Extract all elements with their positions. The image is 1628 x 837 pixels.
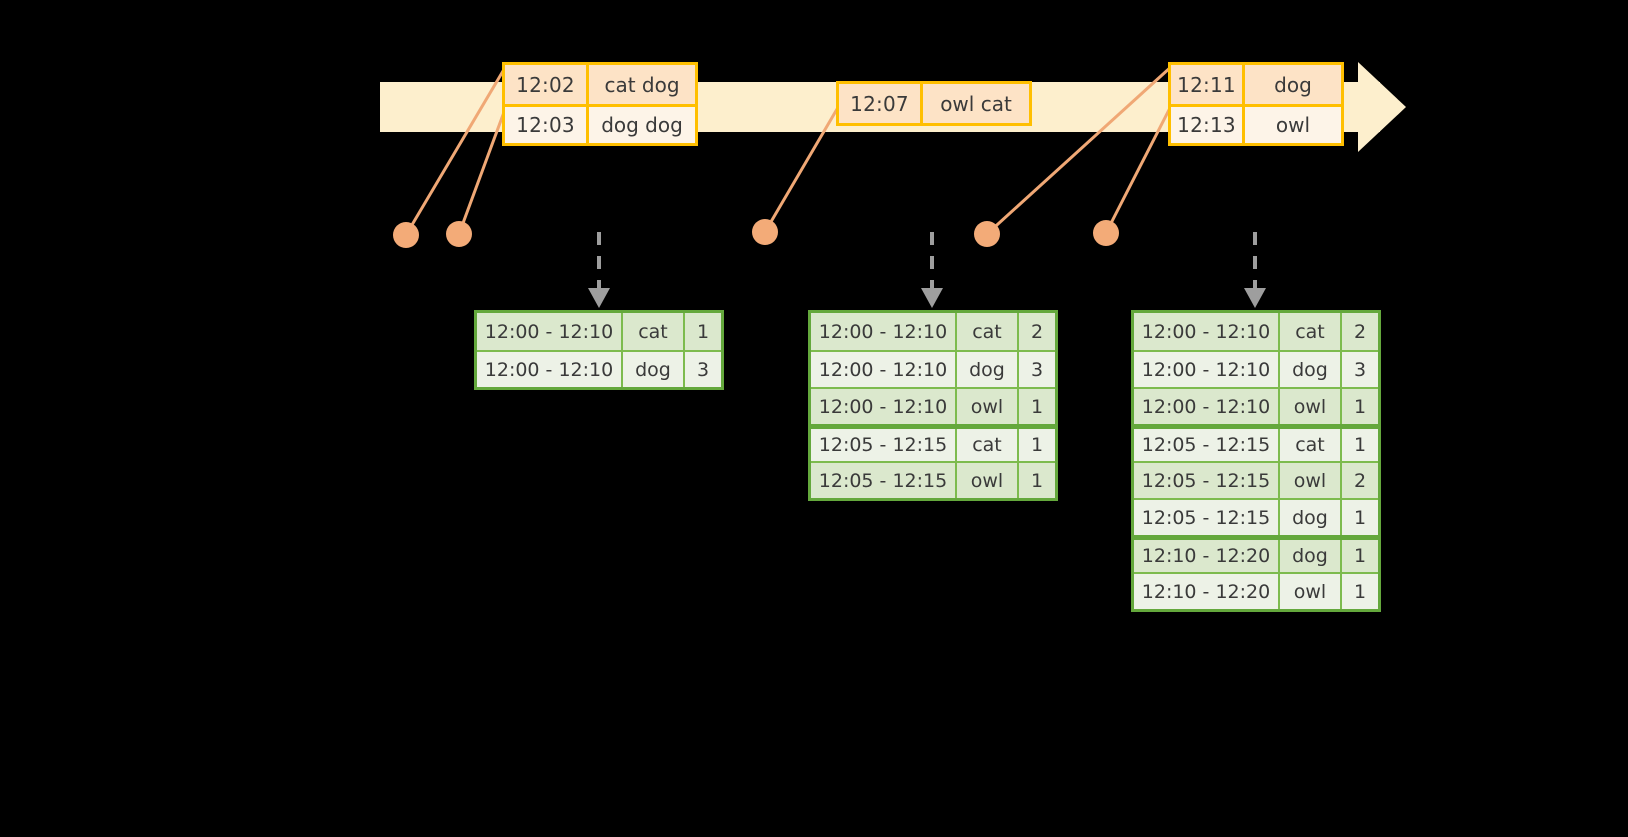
key-cell: dog: [957, 352, 1019, 387]
window-cell: 12:05 - 12:15: [1134, 500, 1280, 535]
event-dot-12-02: [393, 222, 419, 248]
event-dot-12-11: [974, 221, 1000, 247]
count-cell: 1: [1353, 580, 1367, 603]
window-cell: 12:00 - 12:10: [477, 313, 623, 350]
connector-12-02: [404, 65, 508, 236]
count-cell: 3: [1353, 358, 1367, 381]
event-timestamp: 12:13: [1171, 107, 1245, 143]
key-cell: cat: [1280, 313, 1342, 350]
window-cell: 12:00 - 12:10: [811, 389, 957, 424]
event-timestamp: 12:07: [839, 84, 923, 123]
key-cell: dog: [1280, 540, 1342, 572]
event-dot-12-07: [752, 219, 778, 245]
connector-12-03: [457, 103, 509, 235]
event-dot-12-03: [446, 221, 472, 247]
event-box-group-1: 12:02 cat dog 12:03 dog dog: [502, 62, 698, 146]
key-cell: owl: [1280, 463, 1342, 498]
window-cell: 12:05 - 12:15: [1134, 463, 1280, 498]
emit-arrow-2-head-icon: [921, 288, 943, 308]
event-row: 12:02 cat dog: [505, 65, 695, 104]
count-cell: 3: [696, 358, 710, 381]
event-box-group-2: 12:07 owl cat: [836, 81, 1032, 126]
count-cell: 2: [1030, 320, 1044, 343]
event-timestamp: 12:02: [505, 65, 589, 104]
key-cell: cat: [957, 429, 1019, 461]
event-row: 12:11 dog: [1171, 65, 1341, 104]
event-words: owl cat: [940, 91, 1012, 116]
key-cell: owl: [1280, 389, 1342, 424]
window-cell: 12:05 - 12:15: [1134, 429, 1280, 461]
event-box-group-3: 12:11 dog 12:13 owl: [1168, 62, 1344, 146]
event-row: 12:07 owl cat: [839, 84, 1029, 123]
key-cell: cat: [623, 313, 685, 350]
emit-arrow-3-head-icon: [1244, 288, 1266, 308]
connector-12-13: [1104, 103, 1174, 234]
window-cell: 12:05 - 12:15: [811, 429, 957, 461]
count-cell: 1: [1030, 434, 1044, 456]
key-cell: owl: [957, 463, 1019, 498]
key-cell: dog: [623, 352, 685, 387]
timeline-arrow-icon: [1358, 62, 1406, 152]
window-cell: 12:10 - 12:20: [1134, 574, 1280, 609]
event-words: cat dog: [604, 72, 680, 97]
window-cell: 12:10 - 12:20: [1134, 540, 1280, 572]
event-words: dog: [1274, 72, 1312, 97]
event-dot-12-13: [1093, 220, 1119, 246]
event-row: 12:03 dog dog: [505, 104, 695, 143]
window-cell: 12:00 - 12:10: [1134, 389, 1280, 424]
event-timestamp: 12:03: [505, 107, 589, 143]
count-cell: 1: [1353, 506, 1367, 529]
connector-12-11: [985, 64, 1174, 236]
key-cell: cat: [957, 313, 1019, 350]
count-cell: 1: [1353, 545, 1367, 567]
count-cell: 1: [1030, 395, 1044, 418]
event-row: 12:13 owl: [1171, 104, 1341, 143]
count-cell: 1: [1030, 469, 1044, 492]
count-cell: 1: [696, 320, 710, 343]
connector-12-07: [763, 103, 842, 233]
count-cell: 2: [1353, 320, 1367, 343]
window-cell: 12:00 - 12:10: [1134, 352, 1280, 387]
window-cell: 12:00 - 12:10: [811, 352, 957, 387]
key-cell: owl: [957, 389, 1019, 424]
window-cell: 12:00 - 12:10: [811, 313, 957, 350]
window-cell: 12:00 - 12:10: [1134, 313, 1280, 350]
key-cell: owl: [1280, 574, 1342, 609]
key-cell: cat: [1280, 429, 1342, 461]
event-timestamp: 12:11: [1171, 65, 1245, 104]
count-cell: 2: [1353, 469, 1367, 492]
window-cell: 12:05 - 12:15: [811, 463, 957, 498]
event-words: dog dog: [601, 113, 683, 137]
count-cell: 3: [1030, 358, 1044, 381]
window-cell: 12:00 - 12:10: [477, 352, 623, 387]
key-cell: dog: [1280, 352, 1342, 387]
count-cell: 1: [1353, 395, 1367, 418]
key-cell: dog: [1280, 500, 1342, 535]
count-cell: 1: [1353, 434, 1367, 456]
emit-arrow-1-head-icon: [588, 288, 610, 308]
event-words: owl: [1275, 113, 1311, 137]
